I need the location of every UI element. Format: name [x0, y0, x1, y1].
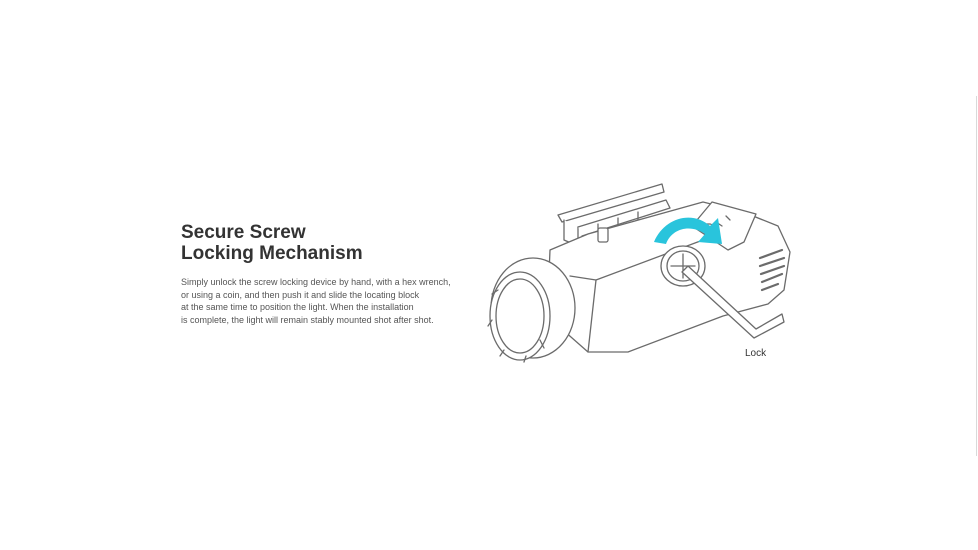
right-divider	[976, 96, 977, 456]
feature-description-line-4: is complete, the light will remain stabl…	[181, 314, 434, 325]
feature-description: Simply unlock the screw locking device b…	[181, 276, 471, 326]
feature-title-line-1: Secure Screw	[181, 222, 306, 243]
lock-callout-label: Lock	[745, 348, 767, 359]
feature-description-line-3: at the same time to position the light. …	[181, 302, 414, 313]
flashlight-body	[487, 183, 791, 363]
feature-text-block: Secure Screw Locking Mechanism Simply un…	[181, 222, 471, 326]
feature-title-line-2: Locking Mechanism	[181, 243, 363, 264]
rotate-arrow-icon	[654, 217, 722, 244]
flashlight-illustration	[487, 183, 791, 363]
hex-wrench-icon	[681, 265, 785, 339]
feature-title: Secure Screw Locking Mechanism	[181, 222, 471, 264]
feature-description-line-2: or using a coin, and then push it and sl…	[181, 289, 420, 300]
feature-description-line-1: Simply unlock the screw locking device b…	[181, 277, 451, 287]
